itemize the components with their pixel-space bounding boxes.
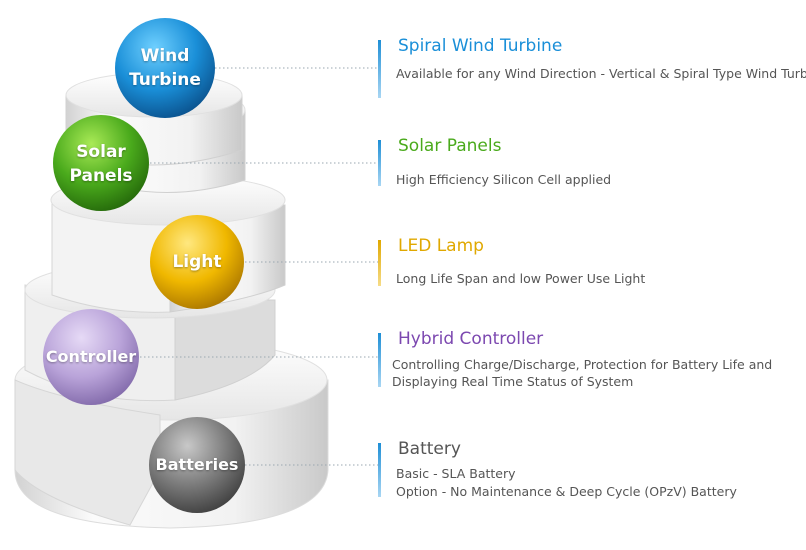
solar-panels-bubble xyxy=(53,115,149,211)
callout-title: Solar Panels xyxy=(398,136,502,156)
callout-description-line-1: Basic - SLA Battery xyxy=(396,466,516,481)
callout-bar xyxy=(378,40,381,98)
solar-panels-bubble-label: Solar Panels xyxy=(69,142,133,186)
controller-bubble-label: Controller xyxy=(45,347,137,366)
wind-turbine-bubble-label: Wind Turbine xyxy=(129,46,201,90)
light-bubble-label: Light xyxy=(172,252,222,272)
callout-description-line-2: Displaying Real Time Status of System xyxy=(392,374,634,389)
callout-description-line-2: Option - No Maintenance & Deep Cycle (OP… xyxy=(396,484,737,499)
callout-description-line-1: High Efficiency Silicon Cell applied xyxy=(396,172,612,187)
callout-title: Battery xyxy=(398,439,461,459)
batteries-bubble-label: Batteries xyxy=(155,455,239,474)
callout-title: LED Lamp xyxy=(398,236,484,256)
bubbles xyxy=(43,18,245,513)
callout-title: Spiral Wind Turbine xyxy=(398,36,563,56)
callout-bar xyxy=(378,443,381,497)
callout-description-line-1: Controlling Charge/Discharge, Protection… xyxy=(392,357,773,372)
light-bubble xyxy=(150,215,244,309)
callout-bar xyxy=(378,333,381,387)
controller-bubble xyxy=(43,309,139,405)
callout-title: Hybrid Controller xyxy=(398,329,544,349)
callout-description-line-1: Long Life Span and low Power Use Light xyxy=(396,271,646,286)
callout-description-line-1: Available for any Wind Direction - Verti… xyxy=(396,66,806,81)
callout-bar xyxy=(378,140,381,186)
wind-turbine-bubble xyxy=(115,18,215,118)
leader-lines xyxy=(140,67,378,466)
callout-bar xyxy=(378,240,381,286)
batteries-bubble xyxy=(149,417,245,513)
